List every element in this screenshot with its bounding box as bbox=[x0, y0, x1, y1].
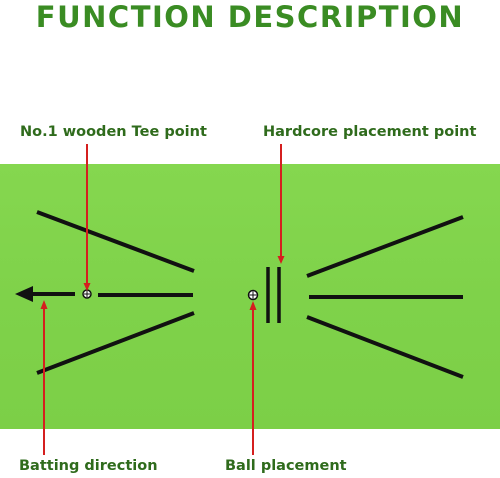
tee-point-marker-icon bbox=[82, 289, 92, 299]
page-title: FUNCTION DESCRIPTION bbox=[35, 0, 465, 34]
right-lower-guide-line bbox=[306, 315, 464, 379]
tee-point-label: No.1 wooden Tee point bbox=[20, 124, 207, 140]
batting-direction-pointer-arrowhead-icon bbox=[40, 300, 48, 309]
hardcore-point-label: Hardcore placement point bbox=[263, 124, 477, 140]
batting-direction-label: Batting direction bbox=[19, 458, 158, 474]
batting-direction-arrowhead-icon bbox=[15, 286, 33, 302]
left-upper-guide-line bbox=[36, 210, 195, 273]
tee-point-pointer-arrowhead-icon bbox=[83, 283, 91, 291]
left-lower-guide-line bbox=[36, 311, 195, 375]
right-upper-guide-line bbox=[306, 215, 464, 278]
hardcore-pointer-arrowhead-icon bbox=[277, 256, 285, 264]
ball-placement-marker-icon bbox=[247, 289, 259, 301]
ball-placement-label: Ball placement bbox=[225, 458, 347, 474]
ball-placement-pointer-arrowhead-icon bbox=[249, 301, 257, 310]
